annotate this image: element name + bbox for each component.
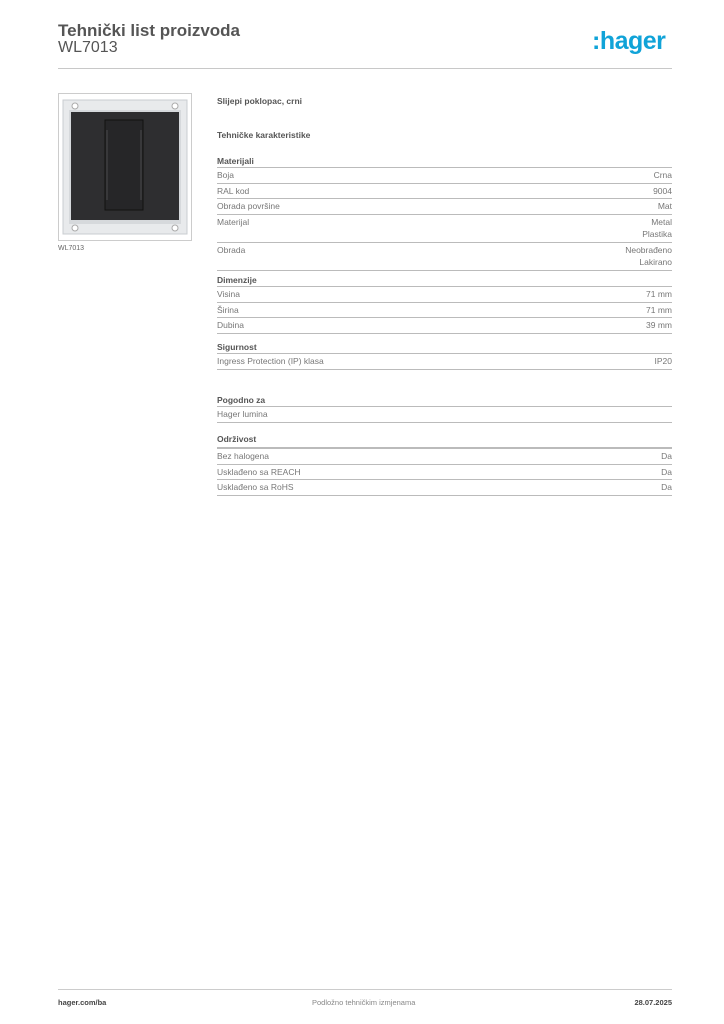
row-label: Usklađeno sa RoHS (217, 482, 294, 492)
section-title: Pogodno za (217, 393, 672, 407)
row-value: 9004 (653, 185, 672, 196)
footer-notice: Podložno tehničkim izmjenama (312, 998, 416, 1007)
footer-date: 28.07.2025 (634, 998, 672, 1007)
table-row: Obrada površine Mat (217, 199, 672, 215)
section-dimenzije: Dimenzije Visina 71 mm Širina 71 mm Dubina… (217, 273, 672, 334)
section-title: Materijali (217, 154, 672, 168)
row-label: Obrada (217, 244, 246, 255)
row-label: Materijal (217, 216, 250, 227)
table-row: Širina 71 mm (217, 303, 672, 318)
row-label: Boja (217, 170, 235, 180)
table-row: Bez halogena Da (217, 449, 672, 465)
tech-heading: Tehničke karakteristike (217, 130, 311, 140)
row-value: 71 mm (646, 304, 672, 315)
hager-logo: :hager (592, 27, 666, 55)
row-label: Širina (217, 304, 239, 315)
footer-divider (58, 989, 672, 990)
table-row: Hager lumina (217, 407, 672, 423)
product-image (58, 93, 192, 241)
row-label: Dubina (217, 320, 244, 330)
row-value: Metal Plastika (642, 216, 672, 240)
section-title: Dimenzije (217, 273, 672, 287)
row-label: Usklađeno sa REACH (217, 466, 301, 477)
section-title: Sigurnost (217, 340, 672, 354)
image-caption: WL7013 (58, 245, 85, 252)
row-label: Ingress Protection (IP) klasa (217, 356, 324, 366)
row-value: Mat (657, 201, 672, 211)
row-label: Visina (217, 289, 240, 299)
row-value: Crna (653, 170, 672, 180)
footer-website[interactable]: hager.com/ba (58, 998, 107, 1007)
row-value: Da (661, 482, 672, 492)
row-value: Da (661, 466, 672, 477)
table-row: Visina 71 mm (217, 287, 672, 303)
header-divider (58, 68, 672, 69)
row-label: Bez halogena (217, 451, 269, 461)
product-code: WL7013 (58, 39, 118, 56)
table-row: Materijal Metal Plastika (217, 215, 672, 243)
table-row: Dubina 39 mm (217, 318, 672, 334)
row-value: 39 mm (646, 320, 672, 330)
row-label: Obrada površine (217, 201, 280, 211)
row-value: Da (661, 451, 672, 461)
page-title: Tehnički list proizvoda (58, 21, 240, 40)
product-name: Slijepi poklopac, crni (217, 96, 303, 106)
table-row: Ingress Protection (IP) klasa IP20 (217, 354, 672, 370)
section-materijali: Materijali Boja Crna RAL kod 9004 Obrada p… (217, 154, 672, 271)
row-value: IP20 (654, 356, 673, 366)
table-row: RAL kod 9004 (217, 184, 672, 199)
table-row: Usklađeno sa RoHS Da (217, 480, 672, 496)
row-label: Hager lumina (217, 409, 268, 419)
section-title: Održivost (217, 432, 672, 449)
row-value: Neobrađeno Lakirano (625, 244, 672, 268)
section-pogodno-za: Pogodno za Hager lumina (217, 393, 672, 423)
table-row: Obrada Neobrađeno Lakirano (217, 243, 672, 271)
row-label: RAL kod (217, 185, 250, 196)
table-row: Usklađeno sa REACH Da (217, 465, 672, 480)
row-value: 71 mm (646, 289, 672, 299)
table-row: Boja Crna (217, 168, 672, 184)
